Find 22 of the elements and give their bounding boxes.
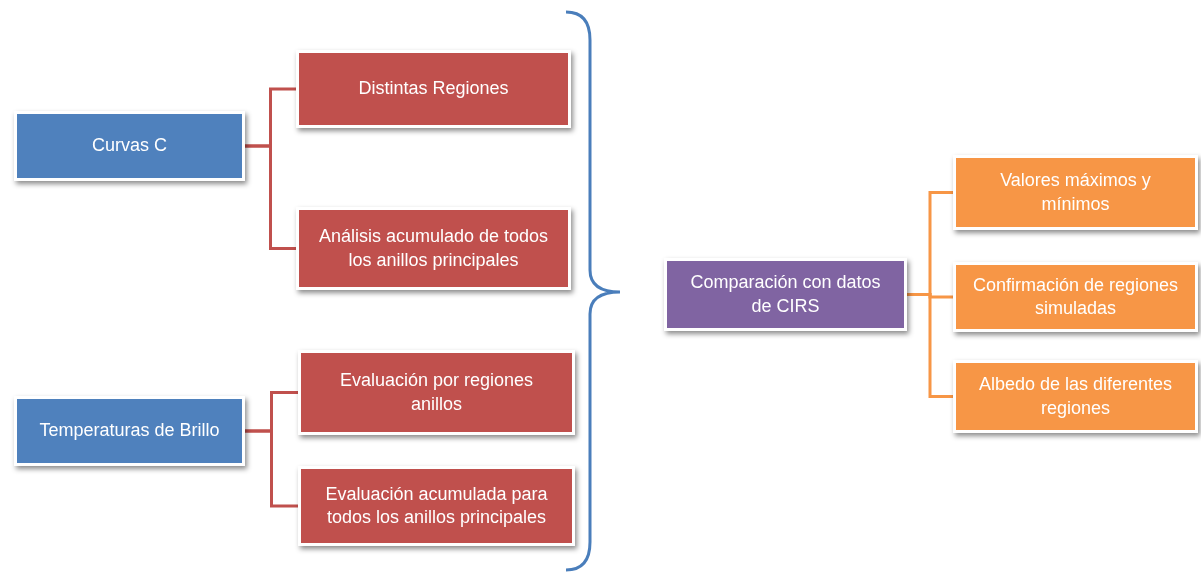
box-label: Valores máximos y mínimos — [999, 169, 1152, 216]
box-label: Comparación con datos de CIRS — [689, 271, 882, 318]
box-label: Albedo de las diferentes regiones — [977, 373, 1174, 420]
process-box — [953, 262, 1198, 332]
process-box — [953, 155, 1198, 230]
connector-line — [245, 429, 298, 508]
box-label: Curvas C — [92, 134, 167, 158]
box-label: Evaluación acumulada para todos los anillos principales — [324, 482, 549, 529]
process-box — [296, 50, 571, 128]
process-box — [298, 350, 575, 435]
process-box — [298, 466, 575, 546]
box-label: Distintas Regiones — [358, 77, 509, 101]
process-box — [296, 207, 571, 290]
box-label: Evaluación por regiones anillos — [338, 369, 535, 416]
process-box — [664, 258, 907, 331]
box-label: Temperaturas de Brillo — [39, 419, 220, 443]
connector-line — [245, 144, 296, 250]
box-label: Análisis acumulado de todos los anillos principales — [317, 225, 550, 272]
box-label: Confirmación de regiones simuladas — [971, 273, 1180, 320]
process-box — [953, 360, 1198, 433]
process-box — [14, 396, 245, 466]
process-box — [14, 111, 245, 181]
